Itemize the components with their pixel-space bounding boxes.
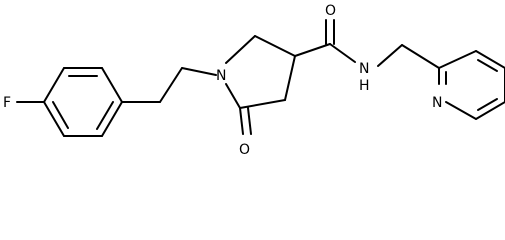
bond: [254, 35, 296, 57]
pyrrolidinone-ring: [225, 35, 296, 109]
fluorophenyl-ring: [43, 67, 123, 137]
bond: [101, 67, 123, 103]
double-bond-inner: [477, 98, 498, 111]
bond-ethyl-n: [181, 67, 217, 76]
bond: [225, 83, 241, 109]
bond-carbonyl-n: [329, 43, 356, 63]
atom-label-amide-hydrogen: H: [359, 78, 370, 94]
pyridine-ring: [438, 50, 505, 120]
bond-n-ch2: [377, 44, 403, 67]
molecule-diagram: F N O O N H N: [3, 3, 505, 158]
bond: [445, 101, 477, 120]
lactam-carbonyl-bond: [247, 107, 252, 135]
lactam-carbonyl-bond: [239, 107, 244, 135]
atom-label-ring-nitrogen: N: [216, 68, 226, 84]
bond: [475, 101, 505, 120]
atom-label-amide-oxygen: O: [325, 3, 336, 19]
bond: [284, 55, 296, 101]
double-bond-inner: [96, 101, 114, 130]
bond: [43, 101, 65, 137]
atom-label-pyridine-nitrogen: N: [432, 95, 442, 111]
bond-ch2-pyridine: [401, 44, 440, 69]
bond: [43, 67, 65, 103]
double-bond-inner: [477, 59, 498, 72]
bond: [101, 101, 123, 137]
bond-ethyl-2: [159, 67, 183, 103]
atom-label-amide-nitrogen: N: [359, 61, 369, 77]
bond: [225, 35, 256, 64]
bond: [438, 50, 477, 69]
atom-label-lactam-oxygen: O: [239, 142, 250, 158]
structure-canvas: F N O O N H N: [3, 3, 505, 158]
bond: [239, 99, 286, 109]
double-bond-inner: [52, 101, 69, 129]
atom-label-fluorine: F: [3, 95, 11, 111]
bond-ring-carbonyl: [294, 43, 331, 57]
bond: [475, 50, 505, 69]
